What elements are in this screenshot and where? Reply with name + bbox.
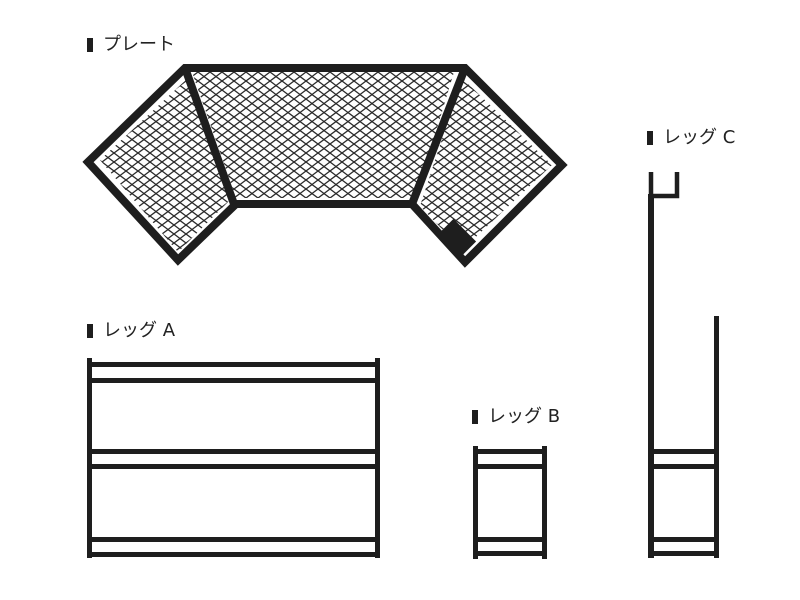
leg-a-rail [87,552,380,557]
leg-c-hook [648,172,680,199]
leg-a-rail [87,537,380,542]
leg-a-rail [87,464,380,469]
plate-mesh [100,72,552,252]
plate-label: プレート [87,34,175,56]
leg-c-rail [648,449,719,454]
label-marker [647,131,653,145]
leg-c-label: レッグ C [647,127,735,149]
leg-c-rail [648,551,719,556]
leg-c-label-text: レッグ C [663,127,736,148]
leg-a-post-right [375,358,380,558]
leg-c-rail [648,464,719,469]
label-marker [87,324,93,338]
leg-c-post-short [714,316,719,558]
leg-a-label-text: レッグ A [103,320,176,341]
plate-label-text: プレート [103,34,175,55]
leg-b-rail [473,551,547,556]
label-marker [472,410,478,424]
leg-a-label: レッグ A [87,320,175,342]
leg-b [473,446,547,559]
leg-a-rail [87,362,380,367]
leg-a-rail [87,378,380,383]
leg-b-post-left [473,446,478,559]
plate [82,64,568,268]
plate-frame [82,64,568,268]
label-marker [87,38,93,52]
leg-c-rail [648,537,719,542]
leg-b-label-text: レッグ B [488,406,561,427]
leg-b-rail [473,537,547,542]
leg-b-rail [473,449,547,454]
leg-a [87,358,380,558]
leg-a-rail [87,449,380,454]
leg-b-post-right [542,446,547,559]
plate-hinge-plate [437,218,477,258]
leg-b-rail [473,464,547,469]
leg-c-post-tall [648,194,654,558]
leg-b-label: レッグ B [472,406,560,428]
leg-c [648,172,719,558]
leg-a-post-left [87,358,92,558]
